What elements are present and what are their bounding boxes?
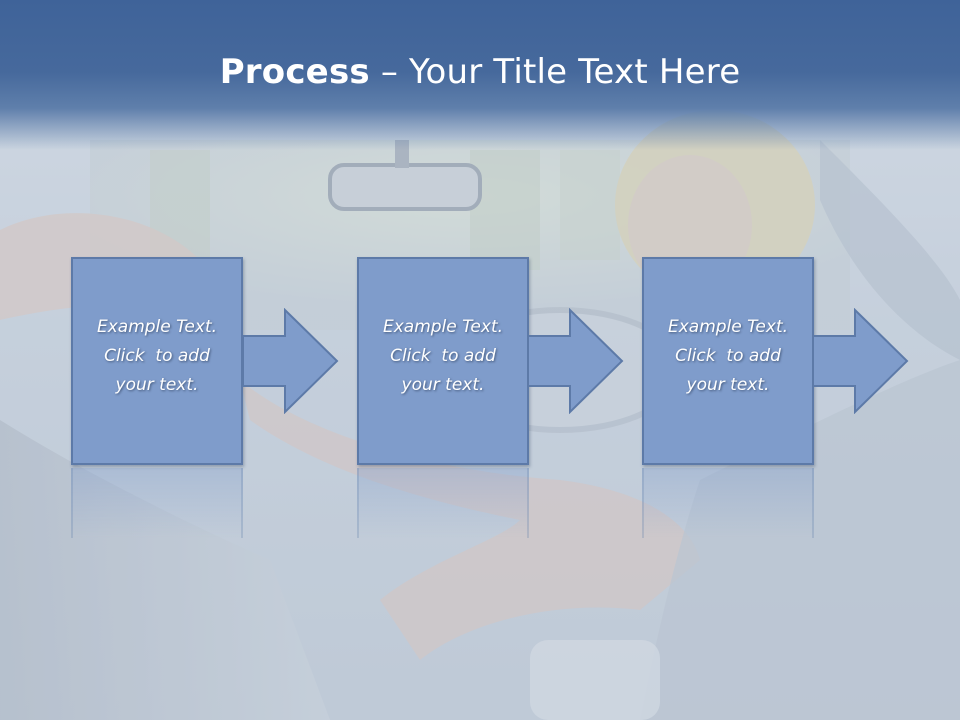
title-rest: – Your Title Text Here: [369, 52, 741, 92]
title-bold: Process: [219, 52, 370, 92]
title-band: [0, 0, 960, 150]
arrow-right-icon: [813, 308, 909, 414]
process-step-1[interactable]: Example Text. Click to add your text.: [71, 257, 243, 465]
step-2-line-3: your text.: [401, 375, 485, 395]
step-3-text: Example Text. Click to add your text.: [644, 313, 812, 400]
step-1-line-2: Click to add: [104, 346, 210, 366]
step-1-line-3: your text.: [115, 375, 199, 395]
step-1-line-1: Example Text.: [96, 317, 218, 337]
slide-title[interactable]: Process – Your Title Text Here: [0, 52, 960, 92]
step-2-text: Example Text. Click to add your text.: [359, 313, 527, 400]
step-3-line-1: Example Text.: [667, 317, 789, 337]
step-2-line-2: Click to add: [390, 346, 496, 366]
step-1-text: Example Text. Click to add your text.: [73, 313, 241, 400]
arrow-right-icon: [528, 308, 624, 414]
step-2-line-1: Example Text.: [382, 317, 504, 337]
step-3-line-3: your text.: [686, 375, 770, 395]
step-2-reflection: [357, 468, 529, 538]
arrow-right-icon: [243, 308, 339, 414]
step-3-line-2: Click to add: [675, 346, 781, 366]
step-3-reflection: [642, 468, 814, 538]
step-1-reflection: [71, 468, 243, 538]
process-step-2[interactable]: Example Text. Click to add your text.: [357, 257, 529, 465]
process-step-3[interactable]: Example Text. Click to add your text.: [642, 257, 814, 465]
